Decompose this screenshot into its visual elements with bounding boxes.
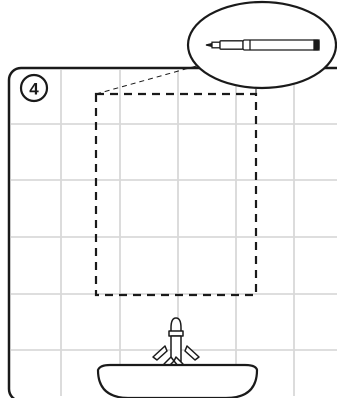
- wash-basin-icon: [98, 365, 257, 398]
- step-number: 4: [29, 80, 39, 99]
- step-number-badge: 4: [21, 75, 47, 101]
- felt-tip-marker-pen-icon: [206, 40, 319, 50]
